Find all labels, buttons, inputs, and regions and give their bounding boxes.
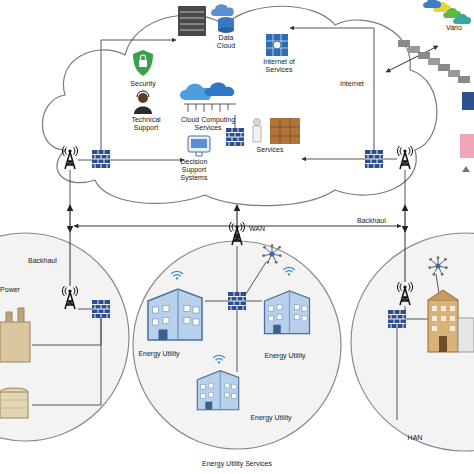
wifi-icon — [283, 267, 295, 275]
wan-line — [74, 226, 401, 227]
firewall-icon — [388, 310, 406, 328]
icon-label: HAN — [400, 434, 430, 442]
icon-label: Cloud Computing Services — [177, 116, 239, 132]
server-rack-icon — [178, 6, 206, 36]
antenna-tower — [229, 222, 244, 245]
antenna-tower — [397, 146, 412, 169]
circle-outline — [350, 232, 474, 452]
icon-label: Services — [252, 146, 288, 154]
network-hub-icon — [262, 244, 281, 263]
circle-outline — [132, 240, 342, 450]
wifi-icon — [213, 355, 225, 363]
firewall-icon — [228, 292, 246, 310]
icon-label: Decision Support Systems — [174, 158, 214, 182]
services-icon — [253, 118, 300, 144]
network-stack-icon — [398, 0, 471, 83]
icon-label: Technical Support — [125, 116, 167, 132]
icon-label: Security — [123, 80, 163, 88]
circle-outline — [0, 232, 130, 442]
icon-label: Data Cloud — [210, 34, 242, 50]
internal-link — [70, 28, 405, 205]
antenna-tower — [62, 286, 77, 309]
network-label: Vario — [446, 24, 462, 32]
internet-link — [386, 46, 438, 72]
link-label: Internet — [340, 80, 364, 88]
backhaul-drop — [70, 232, 405, 286]
internal-link — [205, 246, 266, 372]
internal-link — [32, 309, 101, 405]
icon-label: Internet of Services — [255, 58, 303, 74]
utility-building-icon — [148, 289, 202, 340]
wifi-icon — [171, 271, 183, 279]
antenna-tower — [397, 282, 412, 305]
cloud-region: Security Data CloudInternet of ServicesTe… — [35, 0, 445, 205]
cloud-outline — [35, 0, 445, 205]
power-region: Power — [0, 232, 130, 442]
circle-shape — [351, 233, 474, 451]
circle-shape — [0, 233, 129, 441]
power-plant-icon — [0, 308, 30, 418]
link-connector — [69, 205, 70, 232]
network-hub-icon — [428, 256, 447, 275]
firewall-icon — [226, 128, 244, 146]
han-region: HAN — [350, 232, 474, 452]
icon-label: Energy Utility — [246, 414, 296, 422]
antenna-tower — [62, 146, 77, 169]
circle-shape — [133, 241, 341, 449]
utility-region: Energy UtilityEnergy UtilityEnergy Utili… — [132, 240, 342, 450]
decision-support-icon — [188, 136, 210, 156]
edge-icons — [460, 92, 474, 172]
icon-label: Energy Utility — [134, 350, 184, 358]
icon-label: Energy Utility Services — [172, 460, 302, 468]
link-connector — [236, 205, 237, 240]
link-label: WAN — [249, 225, 265, 233]
home-building-icon — [428, 290, 474, 352]
utility-building-icon — [265, 291, 310, 334]
firewall-icon — [92, 150, 110, 168]
icon-label: Power — [0, 286, 30, 294]
icon-label: Energy Utility — [260, 352, 310, 360]
technical-support-person-icon — [134, 91, 152, 114]
firewall-icon — [92, 300, 110, 318]
firewall-icon — [365, 150, 383, 168]
utility-building-icon — [197, 371, 238, 410]
security-shield-icon — [133, 50, 153, 76]
link-label: Backhaul — [357, 217, 386, 225]
data-cloud-icon — [211, 4, 234, 33]
link-label: Backhaul — [28, 257, 57, 265]
internal-link — [397, 274, 440, 420]
internet-of-services-icon — [266, 34, 288, 56]
cloud-computing-icon — [180, 83, 236, 112]
cloud-shape — [43, 6, 437, 205]
link-connector — [404, 205, 405, 232]
